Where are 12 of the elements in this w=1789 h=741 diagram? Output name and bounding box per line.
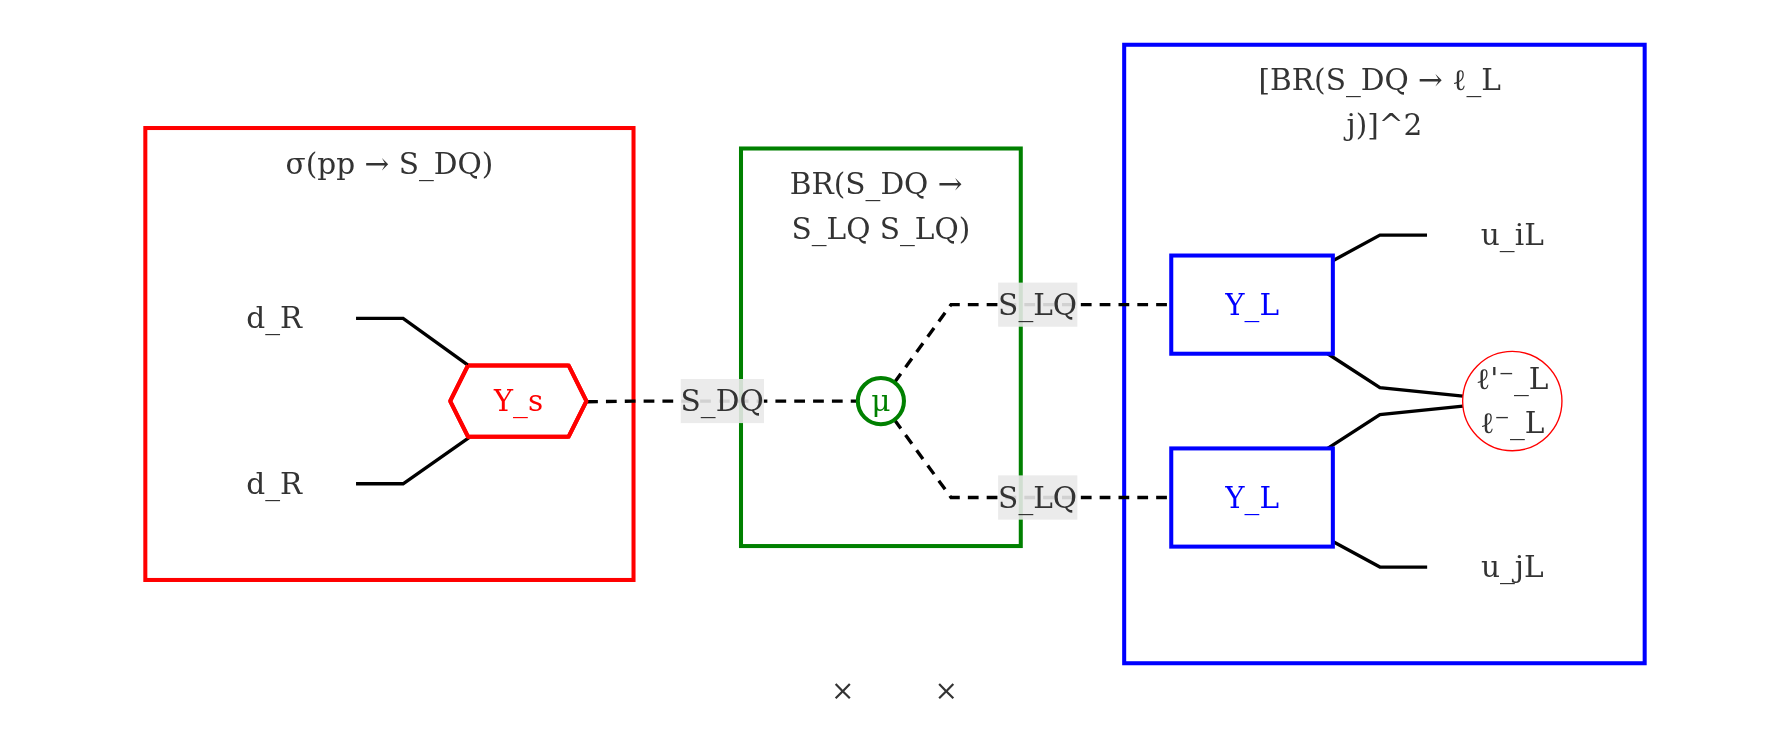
node-text: d_R	[245, 301, 302, 336]
multiplication-sign: ×	[934, 674, 958, 707]
node-circle: μ	[855, 376, 906, 427]
node-box: Y_L	[1168, 446, 1335, 549]
node-text: u_iL	[1480, 218, 1544, 252]
node-text: d_R	[245, 466, 302, 501]
node-text: u_jL	[1480, 550, 1544, 584]
connector	[355, 316, 470, 368]
node-circle: ℓ'⁻_L ℓ⁻_L	[1461, 350, 1563, 452]
connector	[355, 436, 470, 486]
node-box: Y_L	[1168, 253, 1335, 356]
multiplication-sign: ×	[831, 674, 855, 707]
